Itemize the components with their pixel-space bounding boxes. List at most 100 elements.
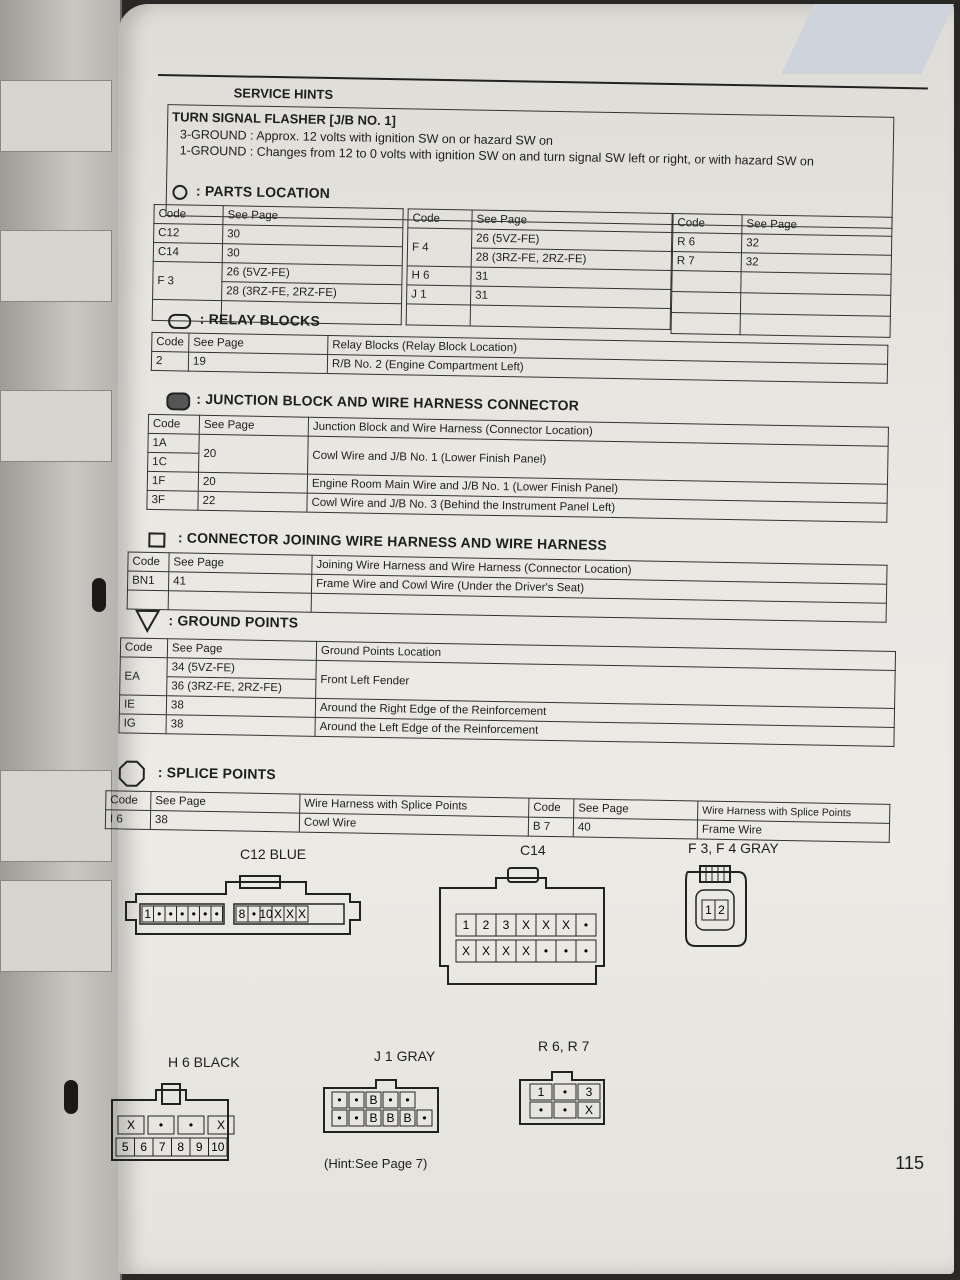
connector-pin-cell: [365, 1109, 382, 1127]
connector-pin-label: X: [502, 944, 510, 958]
connector-pin-cell: [331, 1109, 348, 1127]
connector-pin-label: •: [192, 907, 196, 921]
connector-pin-cell: [348, 1109, 365, 1127]
connector-pin-label: 1: [144, 907, 151, 921]
connector-pin-cell: [208, 1137, 228, 1157]
left-page-diagram-fragment: [0, 390, 112, 462]
junction-block-symbol-icon: [166, 392, 191, 411]
connector-pin-label: 2: [718, 903, 725, 917]
connector-pin-label: •: [189, 1118, 193, 1132]
table-cell: 38: [166, 695, 316, 718]
left-page-edge: [0, 0, 122, 1280]
connector-label-c14: C14: [520, 842, 546, 858]
connector-pin-label: 8: [239, 907, 246, 921]
connector-pin-cell: [575, 939, 597, 963]
connector-pin-label: •: [564, 944, 568, 958]
table-cell: EA: [119, 656, 168, 696]
header-code: Code: [120, 637, 168, 658]
parts-location-title: : PARTS LOCATION: [195, 182, 331, 202]
table-cell: 38: [165, 714, 316, 737]
ground-triangle-icon: [134, 609, 161, 633]
connector-pin-label: •: [203, 907, 207, 921]
service-hint-line: 1-GROUND : Changes from 12 to 0 volts wi…: [179, 143, 814, 169]
connector-label-c12: C12 BLUE: [240, 846, 307, 862]
left-page-diagram-fragment: [0, 80, 112, 152]
connector-pin-label: 1: [538, 1085, 545, 1099]
connector-label-f3f4: F 3, F 4 GRAY: [688, 840, 779, 856]
relay-blocks-title: : RELAY BLOCKS: [199, 310, 321, 329]
connector-pin-label: 1: [705, 903, 712, 917]
connector-pin-label: 10: [259, 907, 273, 921]
connector-pin-label: •: [354, 1093, 358, 1107]
table-cell: 2: [151, 351, 189, 372]
connector-pin-cell: [577, 1101, 601, 1119]
connector-pin-label: •: [584, 944, 588, 958]
table-cell: 38: [150, 810, 300, 833]
table-cell: F 3: [152, 261, 223, 301]
connector-pin-label: •: [405, 1093, 409, 1107]
connector-pin-cell: [416, 1109, 433, 1127]
connector-pin-label: •: [584, 918, 588, 932]
header-see-page: See Page: [150, 791, 300, 814]
relay-block-symbol-icon: [168, 313, 192, 329]
header-code: Code: [127, 552, 170, 572]
connector-pin-cell: [331, 1091, 348, 1109]
table-cell: 41: [168, 571, 312, 594]
connector-pin-label: X: [274, 907, 282, 921]
table-cell: 22: [197, 491, 308, 513]
connector-label-h6: H 6 BLACK: [168, 1054, 240, 1070]
connector-pin-cell: [575, 913, 597, 937]
connector-pin-cell: [348, 1091, 365, 1109]
header-code: Code: [105, 790, 151, 811]
connector-pin-label: X: [562, 918, 570, 932]
splice-points-table: Code See Page Wire Harness with Splice P…: [105, 790, 891, 843]
connector-pin-label: •: [422, 1111, 426, 1125]
connector-pin-label: •: [337, 1111, 341, 1125]
connector-pin-label: •: [157, 907, 161, 921]
table-cell: IE: [119, 694, 167, 715]
connector-pin-label: X: [217, 1118, 225, 1132]
header-code: Code: [151, 332, 189, 353]
binder-hole: [64, 1080, 78, 1114]
connector-pin-label: 3: [503, 918, 510, 932]
ground-points-title: : GROUND POINTS: [168, 612, 299, 631]
connector-pin-label: B: [369, 1111, 377, 1125]
service-hints-title: SERVICE HINTS: [233, 85, 334, 103]
connector-pin-cell: [714, 899, 729, 921]
table-cell: 1F: [147, 471, 199, 492]
connector-pin-label: •: [159, 1118, 163, 1132]
connector-pin-cell: [177, 1115, 205, 1135]
square-symbol-icon: [148, 532, 166, 548]
page-corner-object: [781, 4, 954, 74]
table-cell: 1C: [147, 452, 199, 473]
connector-pin-label: X: [522, 944, 530, 958]
connector-pin-cell: [399, 1091, 416, 1109]
connector-pin-label: •: [169, 907, 173, 921]
connector-pin-label: X: [298, 907, 306, 921]
connector-pin-label: •: [388, 1093, 392, 1107]
connector-pin-label: 1: [463, 918, 470, 932]
connector-pin-label: B: [386, 1111, 394, 1125]
connector-pin-cell: [529, 1083, 553, 1101]
connector-pin-cell: [553, 1083, 577, 1101]
connector-pin-cell: [365, 1091, 382, 1109]
connector-pin-cell: [553, 1101, 577, 1119]
connector-pin-label: •: [252, 907, 256, 921]
splice-octagon-icon: [118, 760, 145, 787]
connector-pin-label: •: [180, 907, 184, 921]
table-cell: R 6: [672, 232, 742, 253]
left-page-diagram-fragment: [0, 770, 112, 862]
connector-pin-label: X: [542, 918, 550, 932]
header-see-page: See Page: [167, 638, 317, 661]
header-see-page: See Page: [168, 552, 313, 575]
connector-pin-label: •: [337, 1093, 341, 1107]
connector-pin-cell: [382, 1091, 399, 1109]
table-cell: 19: [188, 352, 328, 374]
connector-pin-cell: [210, 905, 223, 923]
table-cell: 32: [741, 233, 892, 256]
